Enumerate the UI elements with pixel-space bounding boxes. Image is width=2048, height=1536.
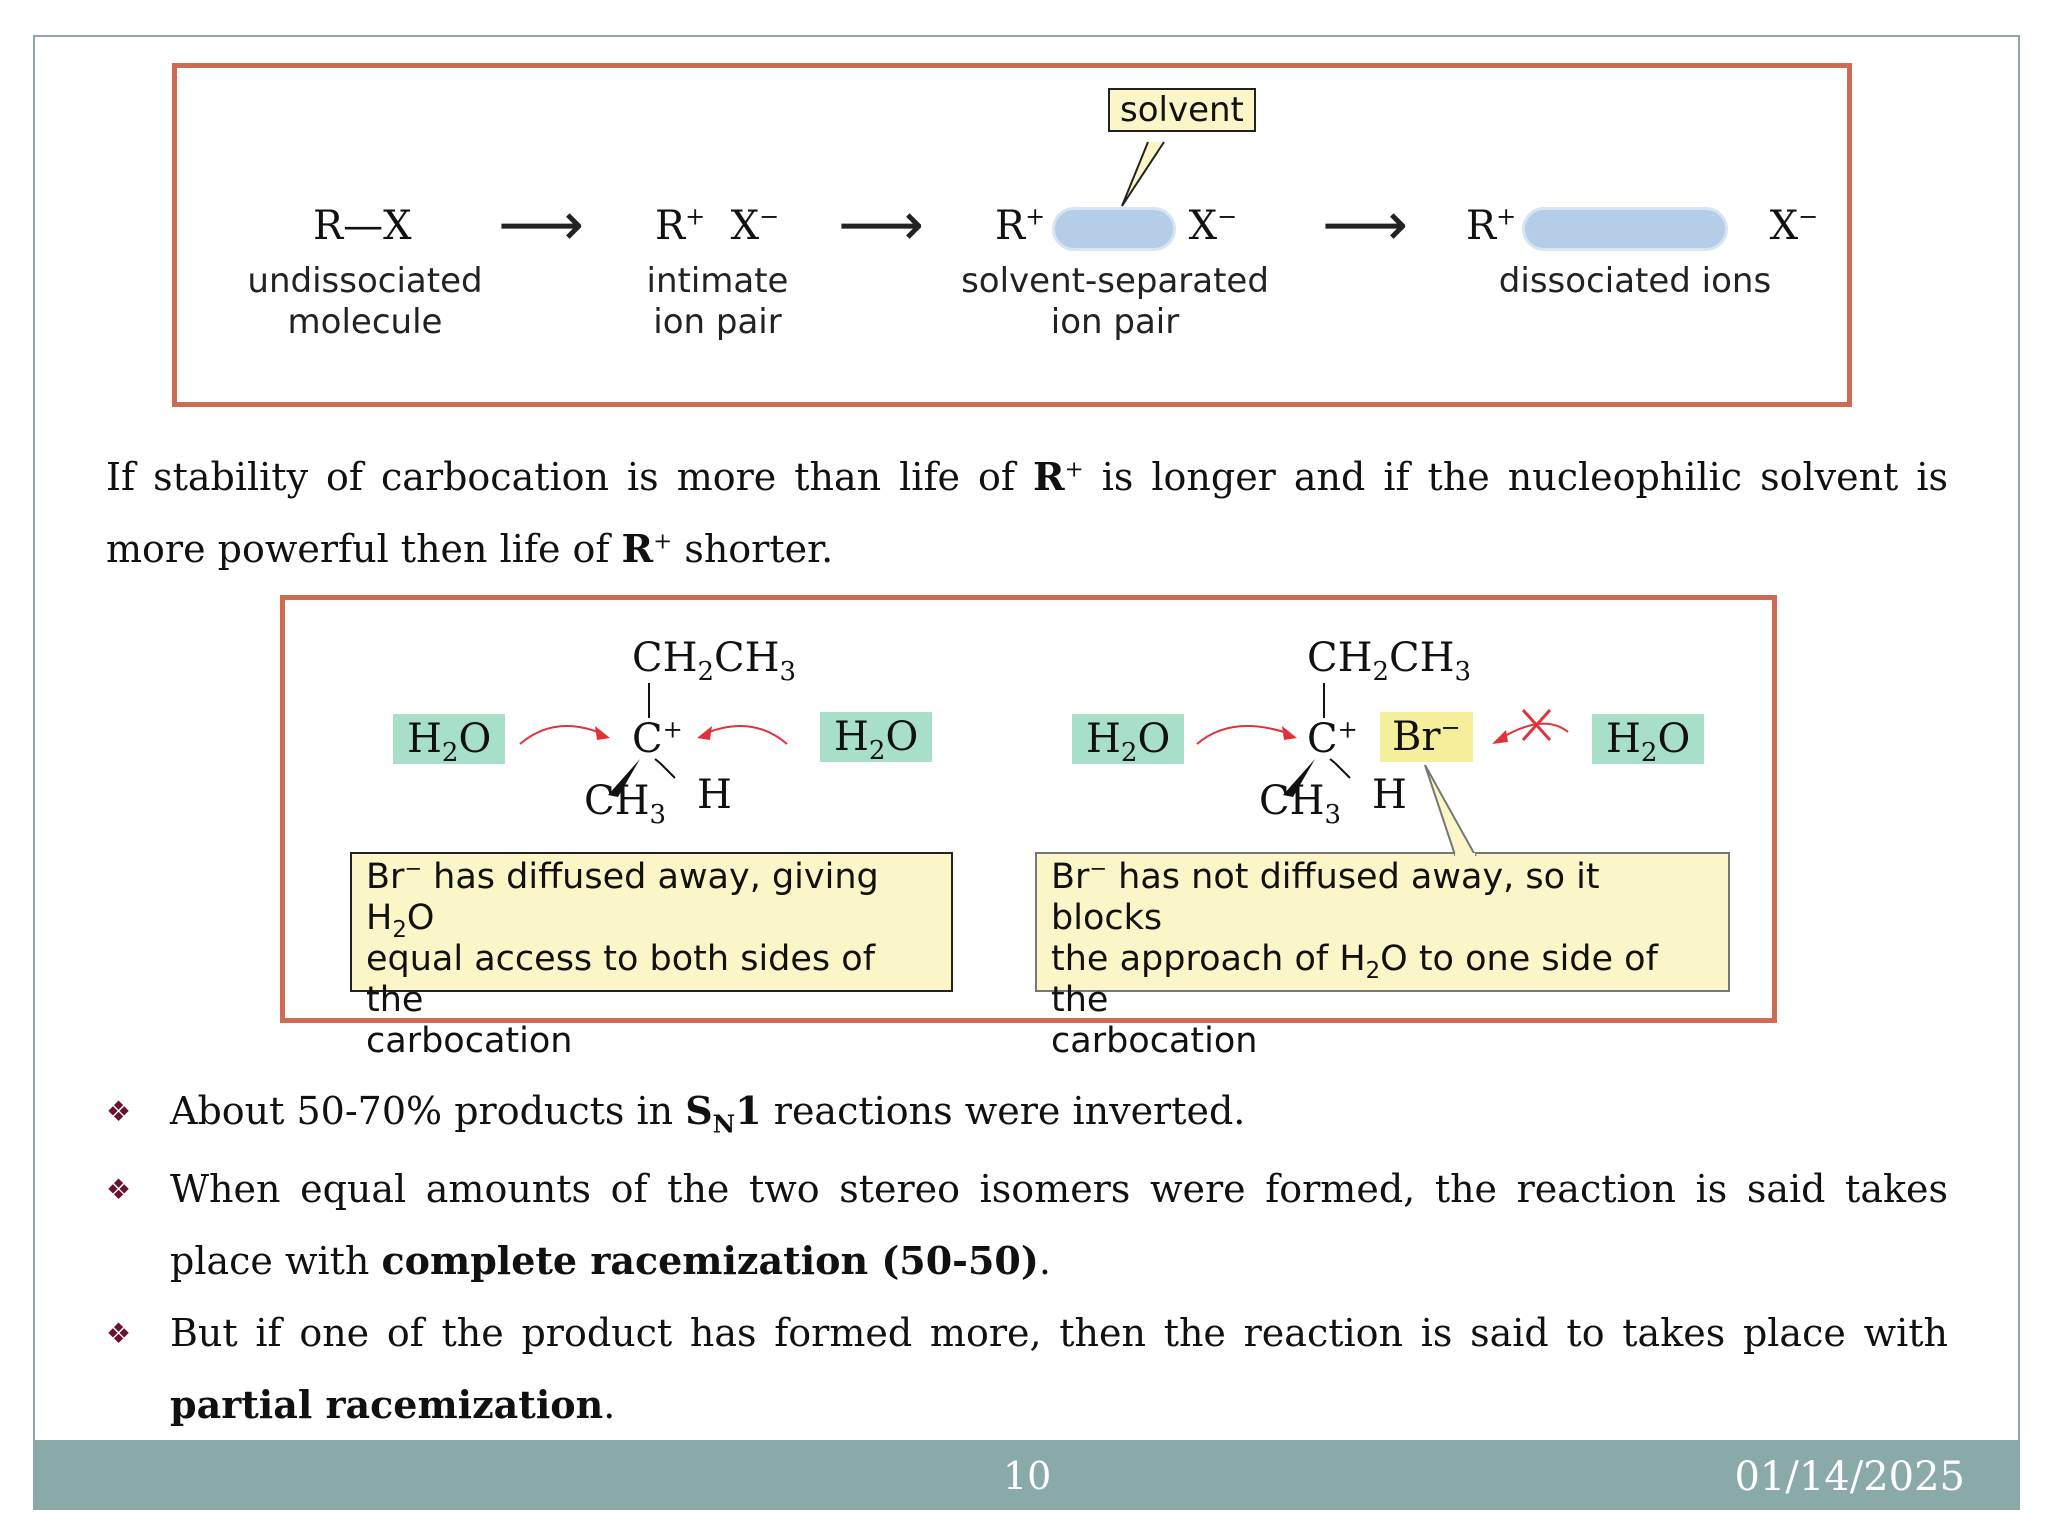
bullet-text-1: About 50-70% products in SN1 reactions w… <box>170 1088 1246 1139</box>
solvent-cloud-wide <box>1522 207 1728 251</box>
solvent-sep-formula: R+ X− <box>995 202 1238 249</box>
ethyl-group-left: CH2CH3 <box>632 635 797 687</box>
callout-pointer <box>1121 141 1165 207</box>
dissociated-formula: R+ X− <box>1466 202 1819 249</box>
methyl-right: CH3 <box>1259 778 1342 830</box>
water-left-1: H2O <box>393 714 506 766</box>
slide-date: 01/14/2025 <box>1734 1454 1965 1500</box>
attack-arrow-left-2 <box>697 725 788 745</box>
note-pointer <box>1424 764 1477 857</box>
water-left-2: H2O <box>820 712 933 764</box>
carbocation-diagram-box <box>280 595 1777 1023</box>
attack-arrow-left-1 <box>519 725 610 745</box>
slide-footer: 10 01/14/2025 <box>33 1440 2020 1510</box>
water-right-1: H2O <box>1072 714 1185 766</box>
ethyl-group-right: CH2CH3 <box>1307 635 1472 687</box>
intimate-label: intimate ion pair <box>646 261 789 342</box>
bullet-icon-2: ❖ <box>106 1173 132 1206</box>
bond-line-right <box>1323 683 1325 718</box>
carbocation-left: C+ <box>632 715 683 762</box>
methyl-left: CH3 <box>584 778 667 830</box>
stereo-bonds-right <box>1283 758 1351 797</box>
ion-pair-diagram-box <box>172 63 1852 407</box>
blocked-attack-arrow <box>1492 708 1569 744</box>
page-number: 10 <box>1003 1454 1052 1498</box>
dissociated-label: dissociated ions <box>1498 261 1772 301</box>
bullet-icon-1: ❖ <box>106 1095 132 1128</box>
bullet-icon-3: ❖ <box>106 1317 132 1350</box>
arrow-1: ⟶ <box>498 190 585 260</box>
undissociated-label: undissociated molecule <box>247 261 483 342</box>
hydrogen-left: H <box>697 772 732 818</box>
stereo-bonds-left <box>608 758 676 797</box>
intimate-formula: R+ X− <box>655 202 780 249</box>
arrow-2: ⟶ <box>838 190 925 260</box>
note-not-diffused: Br− has not diffused away, so it blocks … <box>1035 852 1730 1061</box>
bromide-ion: Br− <box>1380 712 1473 762</box>
note-diffused-away: Br− has diffused away, giving H2O equal … <box>350 852 953 1061</box>
bond-line-left <box>648 683 650 718</box>
solvent-cloud <box>1052 207 1176 251</box>
rx-formula: R—X <box>313 203 412 249</box>
water-right-2: H2O <box>1592 714 1705 766</box>
stability-paragraph: If stability of carbocation is more than… <box>106 454 1948 571</box>
solvent-separated-label: solvent-separated ion pair <box>961 261 1269 342</box>
bullet-text-2: When equal amounts of the two stereo iso… <box>170 1167 1948 1283</box>
carbocation-right: C+ <box>1307 715 1358 762</box>
arrow-3: ⟶ <box>1322 190 1409 260</box>
attack-arrow-right-1 <box>1196 725 1297 745</box>
hydrogen-right: H <box>1372 772 1407 818</box>
solvent-callout: solvent <box>1108 88 1256 132</box>
bullet-text-3: But if one of the product has formed mor… <box>170 1311 1948 1427</box>
